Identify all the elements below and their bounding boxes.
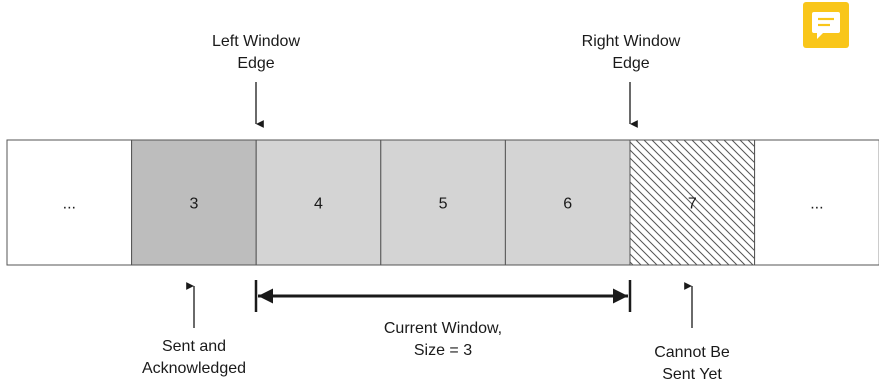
- sent-acknowledged-label: Sent and Acknowledged: [141, 338, 247, 377]
- segment-label: 7: [688, 196, 697, 213]
- segment-cell: [754, 139, 879, 266]
- segment-label: ...: [810, 196, 823, 213]
- segment-label: ...: [63, 196, 76, 213]
- cannot-be-sent-label: Cannot Be Sent Yet: [654, 344, 730, 383]
- segment-label: 5: [439, 196, 448, 213]
- left-window-edge-label: Left Window Edge: [211, 33, 301, 72]
- segment-label: 4: [314, 196, 323, 213]
- note-icon[interactable]: [803, 2, 849, 48]
- segment-cell: [255, 139, 382, 266]
- segment-cell: [629, 139, 756, 266]
- segment-label: 6: [563, 196, 572, 213]
- segment-cell: [504, 139, 631, 266]
- segment-cell: [380, 139, 506, 266]
- current-window-label: Current Window, Size = 3: [383, 320, 503, 359]
- segment-row: ... 3 4 5 6 7...: [6, 139, 879, 266]
- segment-label: 3: [189, 196, 198, 213]
- note-glyph: [812, 12, 840, 39]
- segment-cell: [131, 139, 257, 266]
- segment-cell: [6, 139, 133, 266]
- current-window-span: [254, 280, 632, 312]
- right-window-edge-label: Right Window Edge: [581, 33, 681, 72]
